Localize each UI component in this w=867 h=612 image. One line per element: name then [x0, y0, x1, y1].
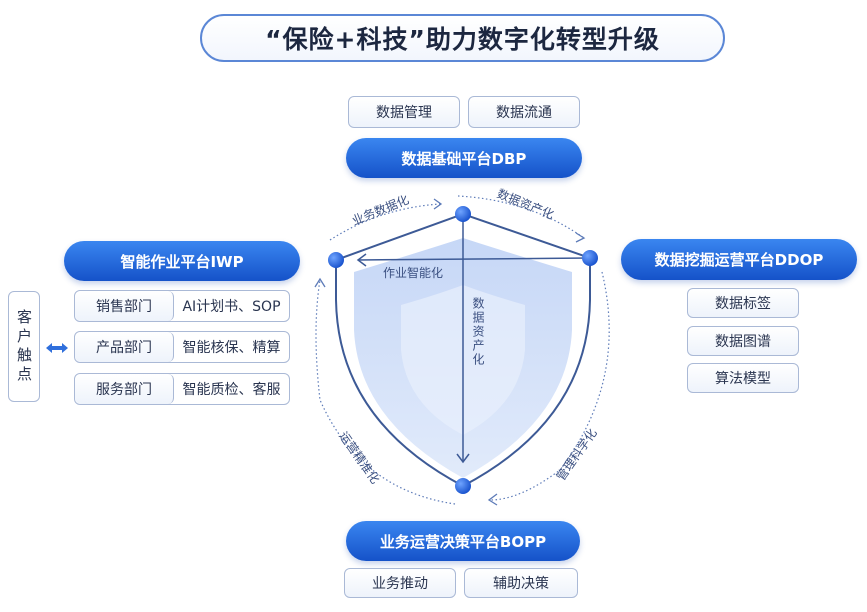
dbp-box-data-management: 数据管理: [348, 96, 460, 128]
ddop-box-algorithm: 算法模型: [687, 363, 799, 393]
label-management-science: 管理科学化: [553, 426, 600, 484]
label-business-digitization: 业务数据化: [350, 192, 411, 228]
iwp-platform-pill: 智能作业平台IWP: [64, 241, 300, 281]
dept-label: 产品部门: [75, 332, 174, 362]
customer-touch-box: 客户触点: [8, 291, 40, 402]
bopp-box-promotion: 业务推动: [344, 568, 456, 598]
node-bottom: [455, 478, 471, 494]
iwp-row-sales: 销售部门 AI计划书、SOP: [74, 290, 290, 322]
page-title: “保险+科技”助力数字化转型升级: [200, 14, 725, 62]
ddop-box-graph: 数据图谱: [687, 326, 799, 356]
node-right: [582, 250, 598, 266]
bopp-box-decision: 辅助决策: [464, 568, 578, 598]
ddop-platform-pill: 数据挖掘运营平台DDOP: [621, 239, 857, 280]
dept-label: 销售部门: [75, 291, 174, 321]
node-left: [328, 252, 344, 268]
double-arrow-icon: [46, 343, 68, 353]
cycle-dotted-arrows: [315, 195, 610, 505]
bopp-platform-pill: 业务运营决策平台BOPP: [346, 521, 580, 561]
dbp-platform-pill: 数据基础平台DBP: [346, 138, 582, 178]
ddop-box-tags: 数据标签: [687, 288, 799, 318]
dept-label: 服务部门: [75, 374, 174, 404]
horizontal-arrow: [357, 257, 591, 261]
label-data-assetization-top: 数据资产化: [495, 186, 556, 222]
label-operation-precision: 运营精准化: [336, 429, 382, 486]
label-operation-intelligence: 作业智能化: [383, 265, 443, 280]
func-label: 智能质检、客服: [182, 382, 281, 398]
iwp-row-service: 服务部门 智能质检、客服: [74, 373, 290, 405]
func-label: AI计划书、SOP: [182, 299, 281, 315]
dbp-box-data-circulation: 数据流通: [468, 96, 580, 128]
node-top: [455, 206, 471, 222]
iwp-row-product: 产品部门 智能核保、精算: [74, 331, 290, 363]
func-label: 智能核保、精算: [182, 340, 281, 356]
label-data-assetization-vertical: 数据资产化: [471, 296, 485, 367]
